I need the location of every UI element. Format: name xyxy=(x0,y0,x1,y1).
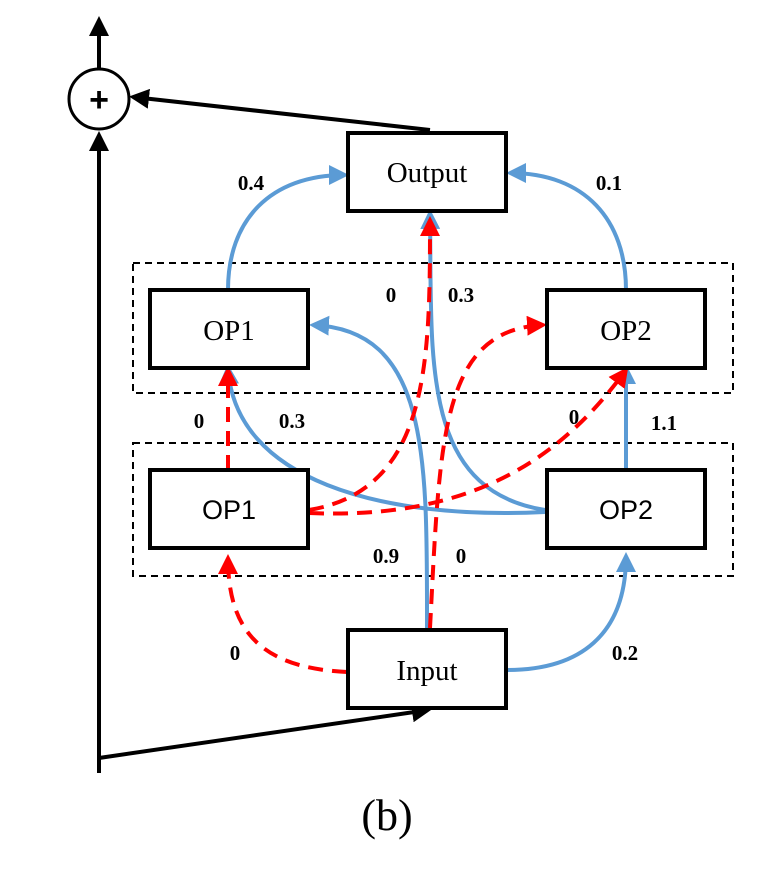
edge-input-lower-op2 xyxy=(506,552,636,672)
weight-lower-op2-output: 0.3 xyxy=(448,283,474,307)
node-label-lower-op1: OP1 xyxy=(202,495,256,525)
weight-lower-op1-upper-op2: 0 xyxy=(569,405,580,429)
edge-lower-op2-upper-op1 xyxy=(219,364,546,515)
plus-icon: + xyxy=(89,81,109,119)
edge-lower-op1-upper-op2 xyxy=(308,366,629,516)
node-label-output: Output xyxy=(387,157,468,189)
figure-caption: (b) xyxy=(361,791,412,840)
edge-upper-op1-output xyxy=(226,165,349,291)
weight-lower-op1-output: 0 xyxy=(386,283,397,307)
sum-node: + xyxy=(67,67,131,131)
weight-labels: 0.4 0.1 0 0.3 0 0.3 0 1.1 0.9 0 0 0.2 xyxy=(194,171,677,665)
node-label-input: Input xyxy=(396,655,457,687)
skip-connection xyxy=(89,16,432,773)
upper-group-box xyxy=(132,262,734,394)
weight-input-lower-op2: 0.2 xyxy=(612,641,638,665)
node-upper-op1: OP1 xyxy=(148,288,310,370)
node-lower-op1: OP1 xyxy=(148,468,310,550)
weight-lower-op2-upper-op2: 1.1 xyxy=(651,411,677,435)
node-label-upper-op2: OP2 xyxy=(600,315,652,347)
node-lower-op2: OP2 xyxy=(545,468,707,550)
weight-upper-op2-output: 0.1 xyxy=(596,171,622,195)
weight-lower-op2-upper-op1: 0.3 xyxy=(279,409,305,433)
edge-upper-op2-output xyxy=(506,163,628,291)
edge-lower-op1-output xyxy=(308,216,440,512)
weight-input-upper-op1: 0.9 xyxy=(373,544,399,568)
node-label-lower-op2: OP2 xyxy=(599,495,653,525)
node-label-upper-op1: OP1 xyxy=(203,315,255,347)
node-upper-op2: OP2 xyxy=(545,288,707,370)
weight-lower-op1-upper-op1: 0 xyxy=(194,409,205,433)
edge-input-upper-op2 xyxy=(428,315,547,629)
edge-input-lower-op1 xyxy=(218,554,348,674)
weight-input-upper-op2: 0 xyxy=(456,544,467,568)
node-input: Input xyxy=(346,628,508,710)
node-output: Output xyxy=(346,131,508,213)
weight-input-lower-op1: 0 xyxy=(230,641,241,665)
weight-upper-op1-output: 0.4 xyxy=(238,171,265,195)
zero-edges xyxy=(218,216,629,674)
edge-input-upper-op1 xyxy=(309,315,430,629)
